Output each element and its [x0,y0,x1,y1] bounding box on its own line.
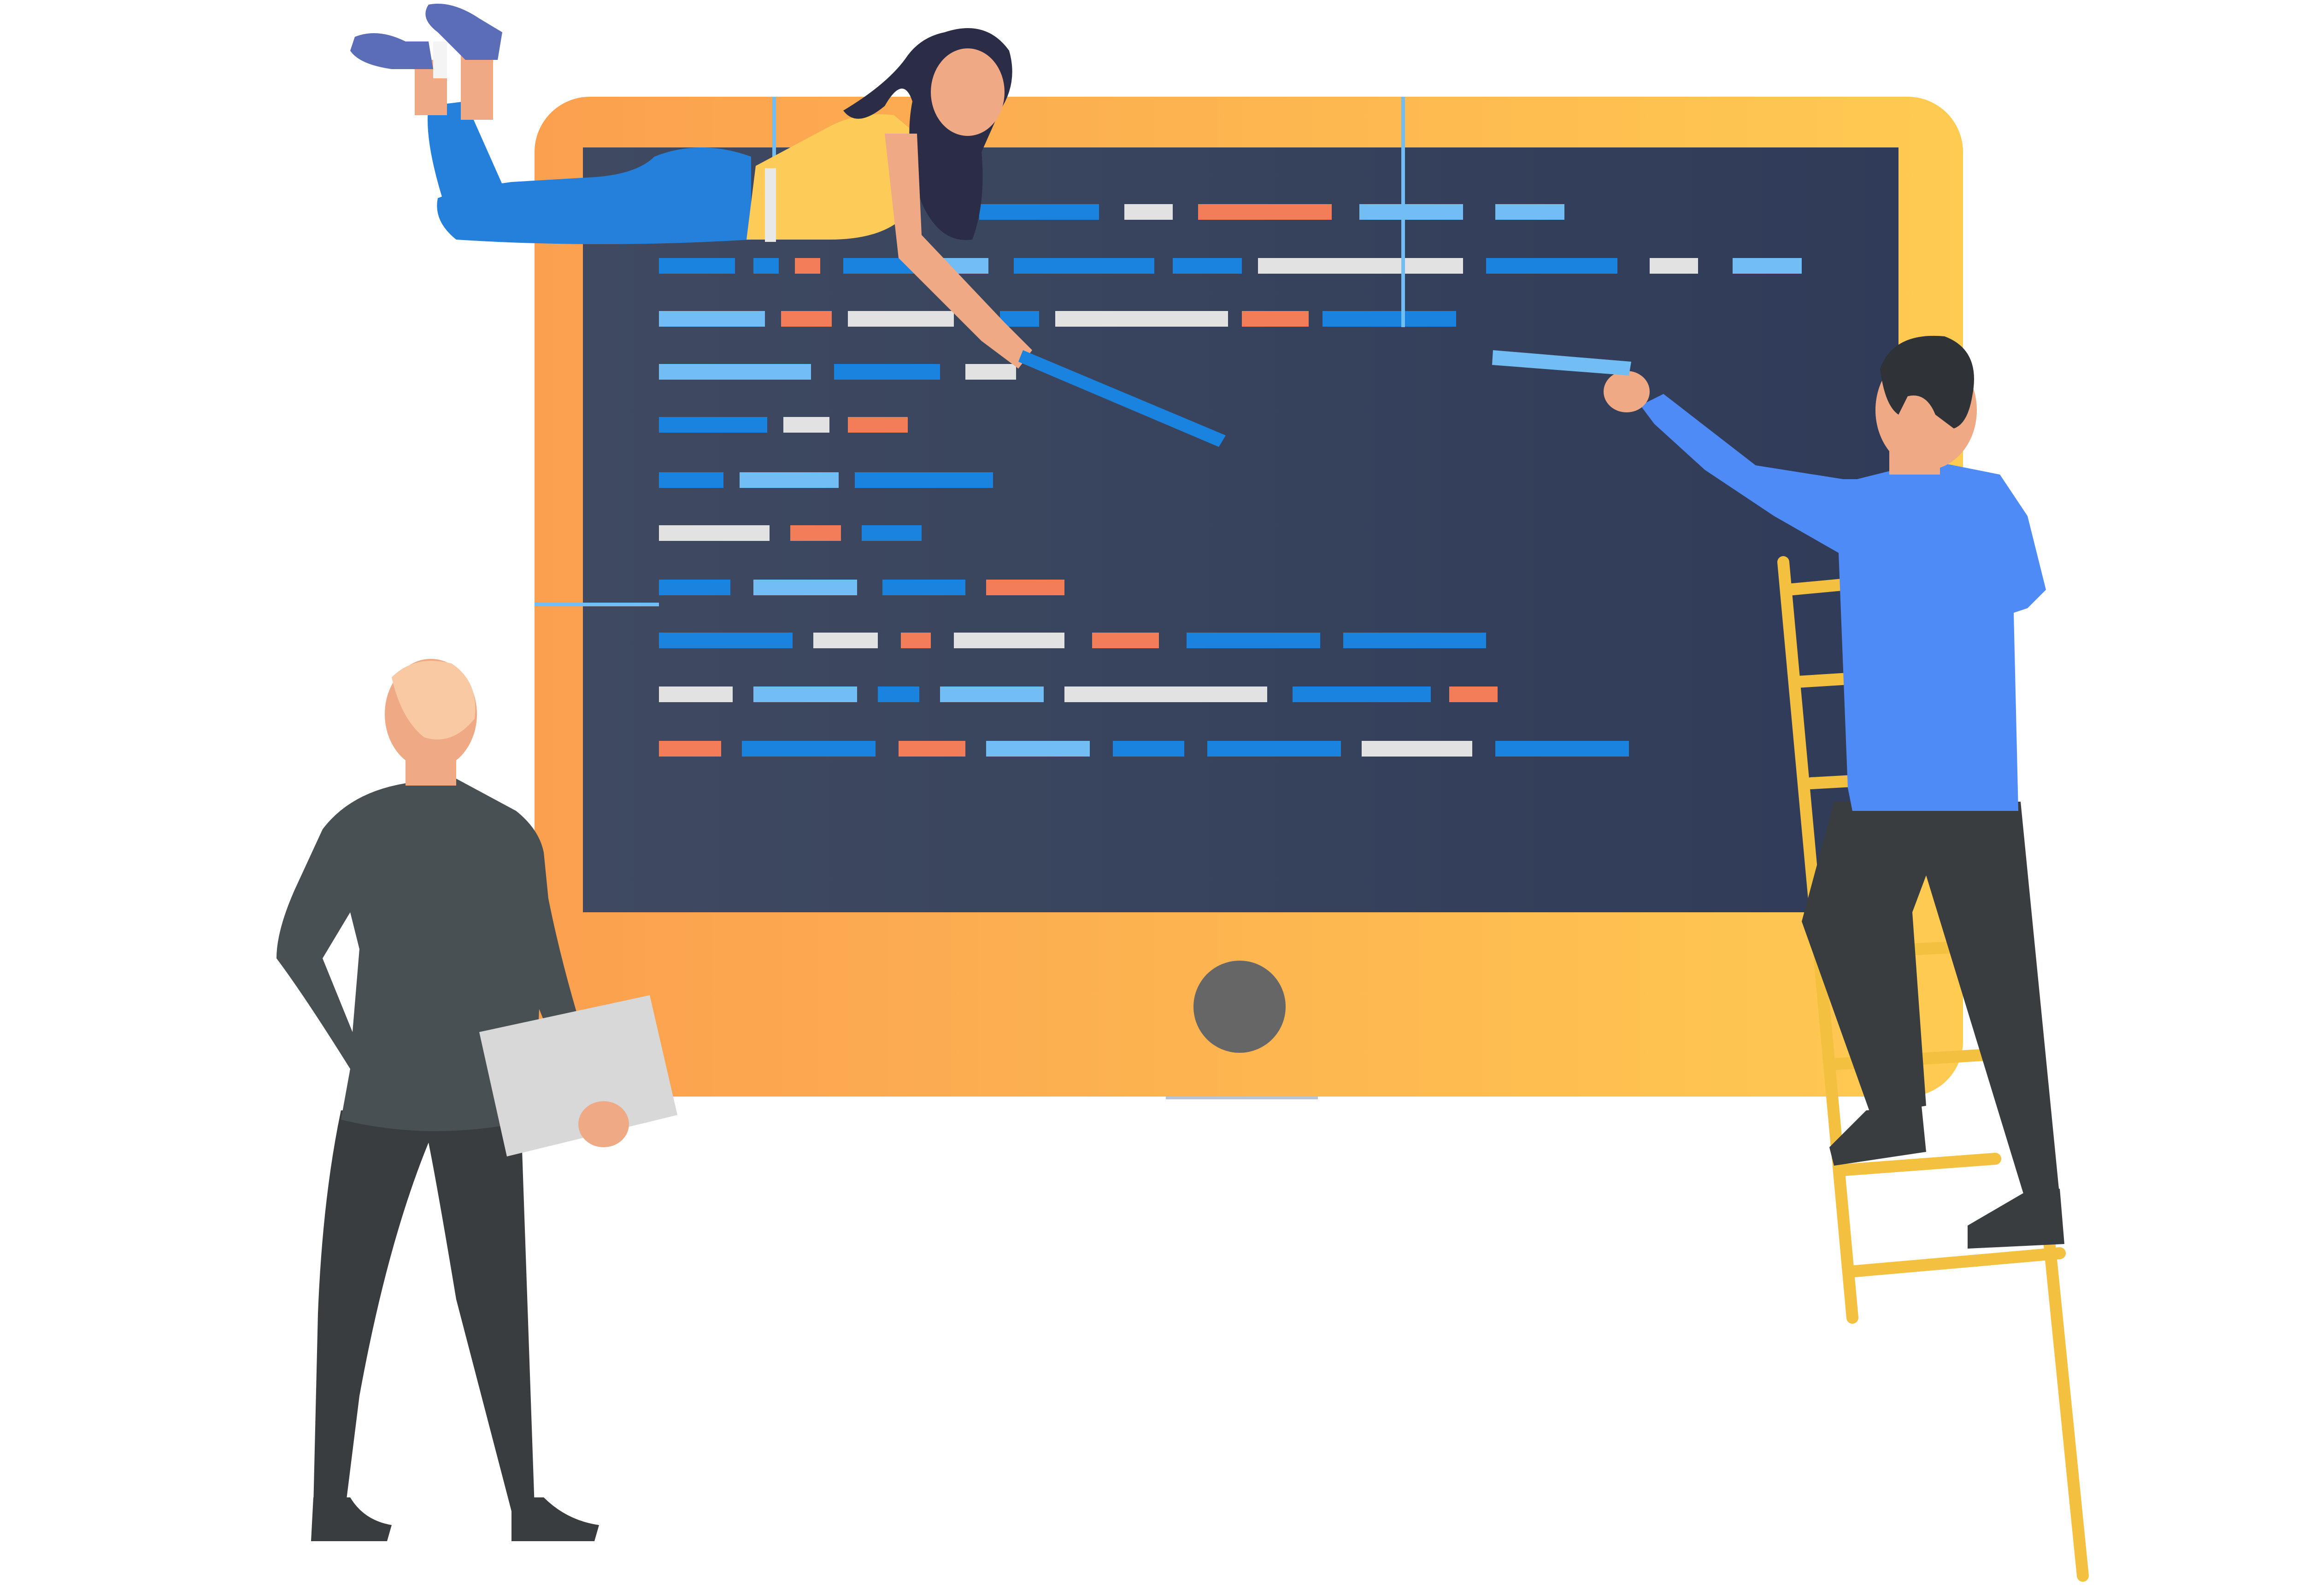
code-segment-white [1055,311,1228,327]
code-segment-orange [1198,204,1332,220]
code-segment-orange [781,311,832,327]
manager-hand [578,1101,629,1147]
woman-on-monitor [350,4,1226,447]
code-segment-blue [979,204,1099,220]
manager-pants [313,1110,535,1511]
man-shirt [1640,394,2046,811]
code-segment-orange [1092,633,1159,648]
manager-shoe [311,1497,392,1541]
code-segment-blue [855,472,993,488]
code-segment-light-blue [1733,258,1802,274]
code-segment-blue [659,633,793,648]
code-segment-blue [659,472,723,488]
code-segment-light-blue [659,364,811,380]
code-segment-light-blue [659,311,765,327]
code-segment-light-blue [753,580,857,595]
code-segment-white [1124,204,1173,220]
code-segment-blue [1113,741,1184,757]
woman-belt [765,168,776,242]
woman-shin [461,51,493,120]
code-segment-white [659,687,733,702]
code-segment-blue [862,525,922,541]
woman-face [931,48,1005,136]
code-segment-blue [753,258,779,274]
code-segment-orange [986,580,1064,595]
home-button [1193,961,1286,1053]
code-segment-light-blue [1495,204,1564,220]
code-segment-white [1650,258,1698,274]
code-segment-orange [1449,687,1498,702]
code-segment-blue [659,258,735,274]
code-segment-blue [1207,741,1341,757]
code-segment-white [783,417,829,433]
woman-shoe [350,33,433,69]
code-segment-orange [795,258,820,274]
code-segment-blue [882,580,965,595]
code-segment-white [1064,687,1267,702]
man-marker [1492,350,1631,376]
code-segment-light-blue [740,472,839,488]
code-segment-orange [1242,311,1309,327]
code-segment-blue [1293,687,1431,702]
man-on-ladder [1492,335,2064,1249]
woman-shoe [425,4,502,60]
code-segment-blue [1014,258,1154,274]
code-segment-blue [1343,633,1486,648]
woman-shirt [746,114,922,240]
code-segment-white [848,311,954,327]
code-segment-white [1258,258,1463,274]
manager-folder [479,995,677,1156]
code-segment-light-blue [1359,204,1463,220]
code-segment-light-blue [753,687,857,702]
code-segment-white [659,525,770,541]
code-segment-blue [742,741,876,757]
code-segment-white [813,633,878,648]
man-hair [1880,335,1974,428]
code-segment-orange [901,633,931,648]
code-segment-blue [834,364,940,380]
code-segment-blue [878,687,919,702]
manager-shoe [511,1497,599,1541]
code-segment-blue [1322,311,1456,327]
man-pants [1802,802,2060,1207]
ladder-rung [1844,1247,2066,1278]
manager-hair [392,661,476,739]
code-segment-orange [790,525,841,541]
code-segment-blue [1187,633,1320,648]
monitor [535,97,1963,1099]
code-segment-blue [1495,741,1629,757]
code-segment-orange [659,741,721,757]
code-segment-orange [899,741,965,757]
man-shoe-back [1829,1106,1926,1166]
manager-standing [276,659,677,1541]
code-segment-blue [1173,258,1242,274]
woman-arm [885,134,1032,369]
code-lines [659,204,1802,757]
code-segment-white [965,364,1016,380]
man-shoe-front [1968,1189,2064,1249]
code-segment-light-blue [986,741,1090,757]
code-segment-blue [1486,258,1617,274]
code-segment-blue [1000,311,1039,327]
woman-pants [437,147,751,244]
code-segment-orange [848,417,908,433]
code-segment-white [1362,741,1472,757]
ladder-rung [1835,1153,2001,1176]
woman-leg-raised [428,101,502,198]
code-segment-white [954,633,1064,648]
code-segment-light-blue [940,687,1044,702]
code-segment-blue [659,417,767,433]
woman-marker [1018,350,1226,447]
code-segment-blue [659,580,730,595]
man-hand [1604,371,1650,412]
woman-sock [433,41,447,78]
